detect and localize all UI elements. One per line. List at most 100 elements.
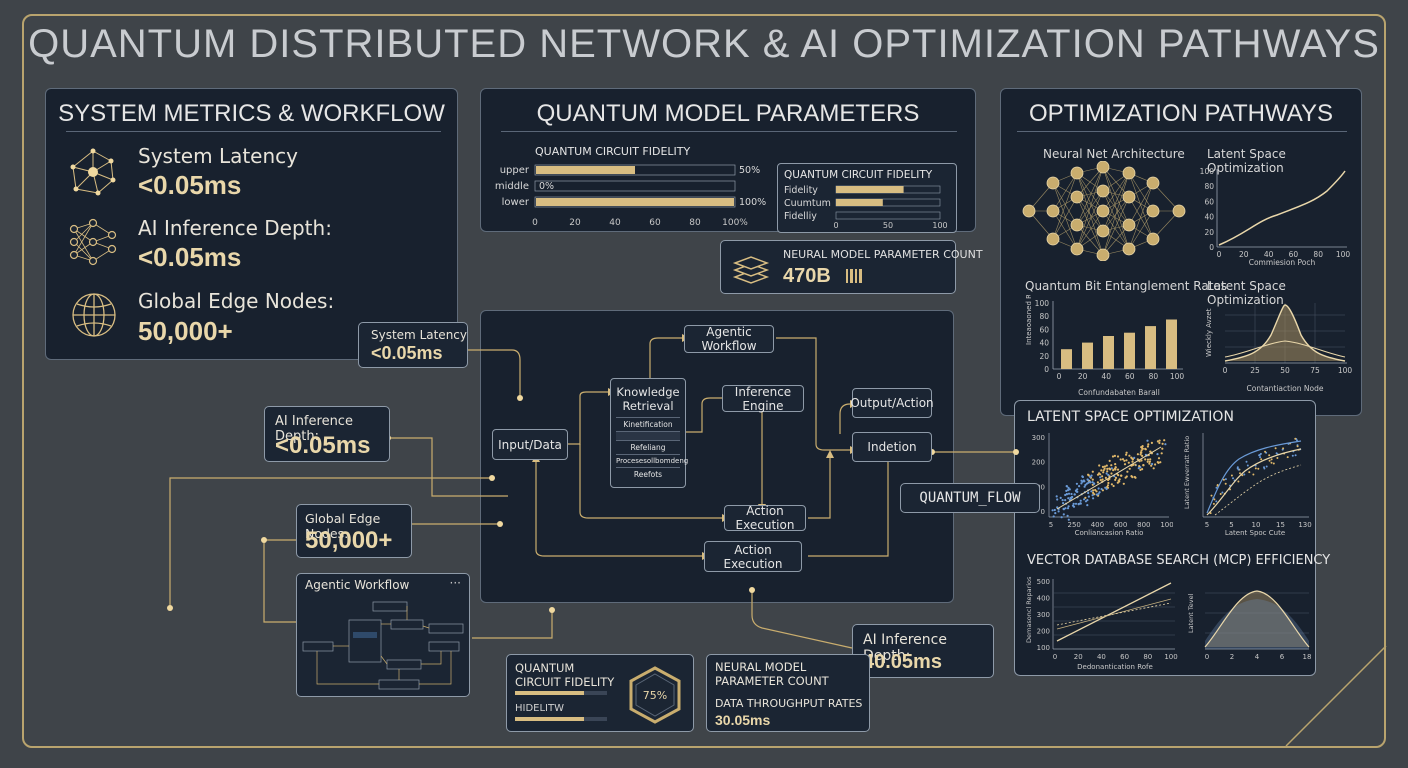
knowledge-title: Knowledge Retrieval: [616, 385, 680, 413]
scatter-point: [1128, 454, 1131, 457]
curve-point: [1294, 454, 1297, 457]
nn-node: [1146, 232, 1160, 246]
latent2-xtick: 0: [1223, 366, 1228, 375]
pathways-title: OPTIMIZATION PATHWAYS: [1029, 100, 1333, 127]
flow-agentic-node[interactable]: Agentic Workflow: [684, 325, 774, 353]
nn-edge: [1076, 210, 1104, 250]
scatter-point: [1092, 497, 1095, 500]
scatter-point: [1086, 504, 1089, 507]
scatter-point: [1110, 467, 1113, 470]
scatter-point: [1141, 454, 1144, 457]
scatter-point: [1154, 463, 1157, 466]
curve-point: [1245, 460, 1248, 463]
nn-node: [1096, 184, 1110, 198]
flow-action-execution-2[interactable]: Action Execution: [704, 541, 802, 572]
fidelity-mini-bar-1: [515, 691, 607, 695]
nn-edge: [1102, 166, 1130, 226]
curve-point: [1296, 445, 1299, 448]
fidelity-mini-bar: [836, 199, 883, 206]
curve-xtick: 5: [1205, 521, 1209, 529]
curve-point: [1215, 486, 1218, 489]
outer-frame: [22, 14, 1386, 748]
scatter-point: [1110, 472, 1113, 475]
nn-edge: [1076, 196, 1104, 232]
dist-xtick: 0: [1205, 653, 1209, 661]
scatter-point: [1087, 495, 1090, 498]
nn-node: [1022, 204, 1036, 218]
scatter-point: [1056, 498, 1059, 501]
flow-input-node[interactable]: Input/Data: [492, 429, 568, 460]
scatter-point: [1095, 493, 1098, 496]
nn-edge: [1076, 166, 1104, 198]
nn-edge: [1102, 172, 1130, 232]
scatter-point: [1103, 465, 1107, 468]
scatter-point: [1142, 464, 1145, 467]
callout-edge-nodes: Global Edge Nodes: 50,000+: [296, 504, 412, 558]
dist-xtick: 4: [1255, 653, 1260, 661]
scatter-point: [1136, 458, 1139, 461]
flow-inference-node[interactable]: Inference Engine: [722, 385, 804, 413]
nn-edge: [1102, 190, 1130, 226]
scatter-point: [1146, 439, 1149, 442]
scatter-point: [1138, 465, 1141, 468]
scatter-point: [1057, 510, 1060, 513]
scatter-point: [1106, 484, 1110, 487]
scatter-point: [1161, 442, 1164, 445]
scatter-point: [1160, 452, 1163, 455]
fidelity-mini-sublabel: HIDELITW: [515, 703, 565, 714]
fidelity-mini-title: QUANTUM CIRCUIT FIDELITY: [784, 169, 933, 181]
quantum-flow-text: QUANTUM_FLOW: [919, 490, 1021, 506]
scatter-point: [1087, 474, 1090, 477]
scatter-point: [1123, 459, 1126, 462]
nn-node: [1172, 204, 1186, 218]
scatter-point: [1127, 461, 1130, 464]
curve-point: [1282, 447, 1285, 450]
scatter-point: [1112, 469, 1115, 472]
scatter-point: [1146, 460, 1149, 463]
flow-action-execution-1[interactable]: Action Execution: [724, 504, 806, 532]
scatter-point: [1136, 453, 1139, 456]
fidelity-mini-row-label: Fidelliy: [784, 211, 817, 222]
callout-inference-2: AI Inference Depth: 40.05ms: [852, 624, 994, 678]
latent-xtick: 40: [1264, 250, 1274, 259]
latent2-xtick: 100: [1338, 366, 1353, 375]
entangle-ytick: 20: [1039, 352, 1049, 361]
vector-xtick: 100: [1164, 653, 1177, 661]
latent-xtick: 20: [1239, 250, 1249, 259]
flow-knowledge-node[interactable]: Knowledge Retrieval Kinetification Refel…: [610, 378, 688, 488]
scatter-point: [1111, 455, 1115, 458]
entangle-ytick: 100: [1035, 299, 1050, 308]
scatter-point: [1140, 451, 1143, 454]
neural-mini-label: NEURAL MODEL PARAMETER COUNT: [715, 660, 829, 688]
fidelity-row-label: middle: [495, 181, 529, 192]
scatter-point: [1141, 468, 1144, 471]
scatter-point: [1133, 456, 1136, 459]
curve-point: [1286, 456, 1289, 459]
more-icon[interactable]: ···: [449, 576, 461, 590]
fidelity-tick: 40: [609, 218, 621, 228]
curve-point: [1221, 491, 1224, 494]
scatter-point: [1102, 471, 1105, 474]
latent-ytick: 40: [1204, 213, 1214, 222]
metric-latency-value: <0.05ms: [138, 170, 242, 200]
scatter-point: [1061, 499, 1064, 502]
scatter-point: [1092, 491, 1095, 494]
nn-node: [1096, 224, 1110, 238]
scatter-xlabel: Conliancasion Ratio: [1075, 529, 1144, 537]
nn-edge: [1128, 210, 1154, 250]
curve-point: [1232, 477, 1234, 480]
vector-ytick: 500: [1037, 578, 1050, 586]
scatter-point: [1083, 498, 1086, 501]
vector-db-title: VECTOR DATABASE SEARCH (MCP) EFFICIENCY: [1027, 553, 1331, 568]
system-metrics-panel: SYSTEM METRICS & WORKFLOW System Latency…: [45, 88, 458, 360]
scatter-point: [1114, 478, 1117, 481]
scatter-point: [1072, 502, 1075, 505]
scatter-point: [1062, 502, 1065, 505]
entangle-xtick: 80: [1149, 372, 1159, 381]
scatter-point: [1106, 470, 1109, 473]
fidelity-mini-row-label: Cuumtum: [784, 198, 831, 209]
flow-indetion-node[interactable]: Indetion: [852, 432, 932, 462]
scatter-point: [1056, 506, 1059, 509]
flow-output-node[interactable]: Output/Action: [850, 388, 934, 418]
entangle-xtick: 40: [1101, 372, 1111, 381]
